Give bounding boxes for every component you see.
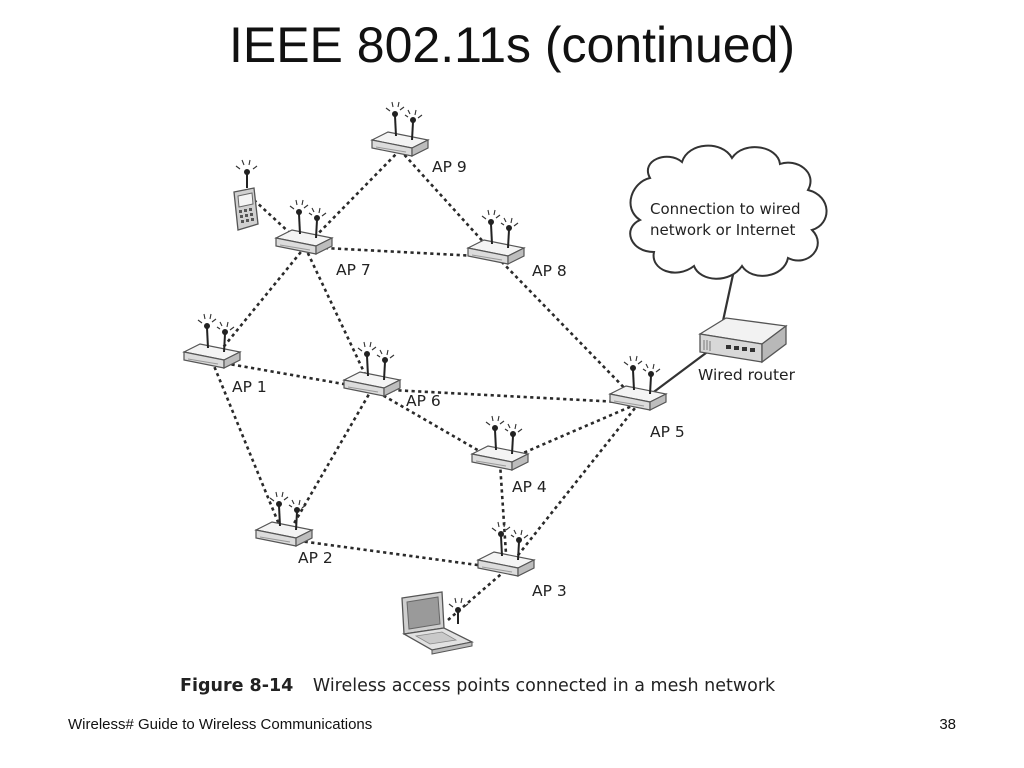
slide-title: IEEE 802.11s (continued) — [228, 17, 796, 73]
mesh-link-pda-ap7 — [253, 199, 306, 248]
mesh-link-ap4-ap3 — [498, 462, 509, 570]
ap6-label: AP 6 — [406, 392, 441, 410]
wired-router — [698, 317, 788, 364]
mesh-link-ap1-ap6 — [211, 359, 373, 391]
ap9-device — [371, 101, 429, 157]
internet-cloud: Connection to wired network or Internet — [629, 144, 828, 280]
mesh-link-ap7-ap1 — [210, 246, 307, 362]
mesh-link-ap9-ap7 — [304, 149, 401, 248]
mesh-link-ap5-ap3 — [505, 402, 641, 570]
ap2-label: AP 2 — [298, 549, 333, 567]
mesh-link-ap6-ap2 — [283, 388, 374, 540]
ap5-label: AP 5 — [650, 423, 685, 441]
footer-book-title: Wireless# Guide to Wireless Communicatio… — [68, 716, 373, 733]
page-number: 38 — [939, 716, 956, 733]
laptop-device — [401, 591, 474, 655]
ap8-device — [467, 209, 525, 265]
ap4-label: AP 4 — [512, 478, 547, 496]
mesh-link-ap8-ap5 — [496, 256, 640, 404]
figure-caption-text: Wireless access points connected in a me… — [312, 676, 776, 696]
figure-number: Figure 8-14 — [180, 676, 294, 696]
mesh-link-ap6-ap5 — [371, 387, 640, 405]
ap1-label: AP 1 — [232, 378, 267, 396]
ap8-label: AP 8 — [532, 262, 567, 280]
mesh-link-ap9-ap8 — [399, 149, 498, 258]
ap9-label: AP 9 — [432, 158, 467, 176]
figure-caption: Figure 8-14 Wireless access points conne… — [180, 676, 880, 696]
mesh-link-ap7-ap8 — [304, 245, 498, 259]
ap5-device — [609, 355, 667, 411]
ap7-label: AP 7 — [336, 261, 371, 279]
pda-device — [233, 159, 259, 231]
ap1-device — [183, 313, 241, 369]
ap2-device — [255, 491, 313, 547]
mesh-link-ap2-ap3 — [284, 537, 508, 571]
mesh-link-ap6-ap4 — [371, 387, 501, 465]
router-label: Wired router — [698, 366, 796, 384]
mesh-link-ap4-ap5 — [499, 401, 640, 465]
mesh-link-ap1-ap2 — [210, 360, 287, 540]
cloud-label-line2: network or Internet — [650, 221, 795, 239]
ap3-label: AP 3 — [532, 582, 567, 600]
mesh-links — [210, 149, 641, 621]
cloud-label-line1: Connection to wired — [650, 200, 801, 218]
ap4-device — [471, 415, 529, 471]
